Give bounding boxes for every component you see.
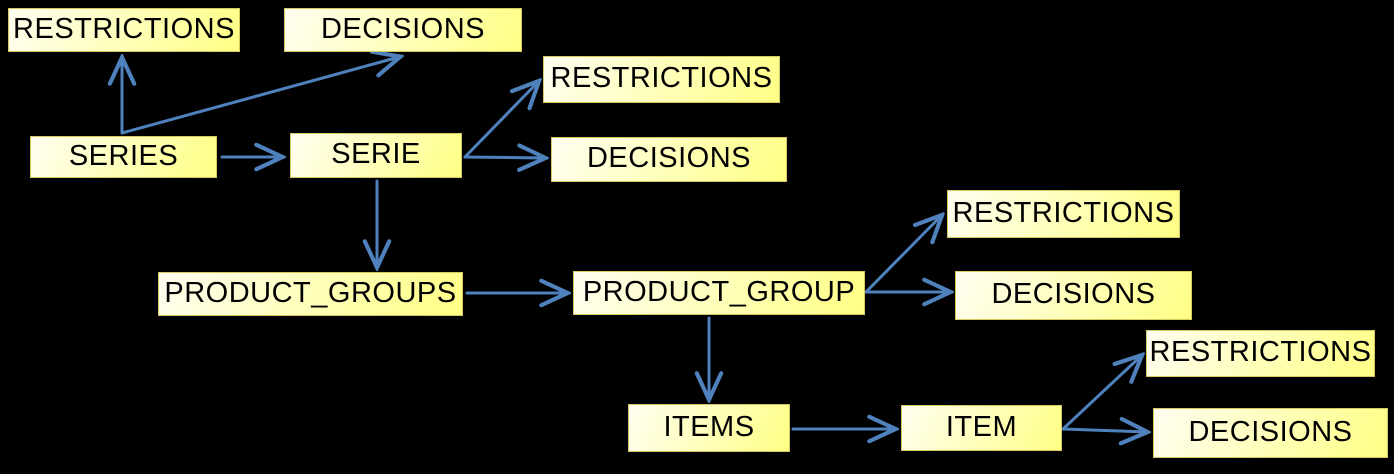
node-label: SERIES	[68, 139, 179, 172]
node-label: DECISIONS	[991, 278, 1156, 310]
node-restrictions-of-item: RESTRICTIONS	[1146, 330, 1375, 377]
node-label: PRODUCT_GROUPS	[164, 276, 457, 309]
edge-item-to-decisions	[1061, 429, 1146, 432]
node-label: PRODUCT_GROUP	[582, 275, 856, 308]
node-label: RESTRICTIONS	[1149, 336, 1372, 368]
node-label: DECISIONS	[320, 12, 486, 45]
node-decisions-of-product-group: DECISIONS	[955, 271, 1192, 320]
node-restrictions-of-series: RESTRICTIONS	[8, 8, 240, 52]
node-label: RESTRICTIONS	[952, 196, 1175, 229]
node-decisions-of-series: DECISIONS	[284, 8, 522, 52]
edge-serie-to-restrictions	[463, 82, 538, 159]
edge-serie-to-decisions	[463, 157, 544, 158]
node-decisions-of-serie: DECISIONS	[551, 137, 787, 182]
node-label: RESTRICTIONS	[13, 12, 235, 45]
node-label: ITEMS	[663, 410, 755, 443]
node-serie: SERIE	[290, 133, 462, 178]
node-decisions-of-item: DECISIONS	[1153, 408, 1388, 458]
node-product-groups: PRODUCT_GROUPS	[158, 272, 463, 316]
node-label: DECISIONS	[586, 142, 752, 174]
node-series: SERIES	[30, 136, 217, 178]
node-label: RESTRICTIONS	[550, 62, 773, 94]
edge-product-group-to-restrictions	[864, 216, 941, 294]
edge-item-to-restrictions	[1061, 356, 1141, 431]
node-label: DECISIONS	[1188, 415, 1353, 448]
node-items: ITEMS	[628, 404, 790, 452]
node-restrictions-of-product-group: RESTRICTIONS	[947, 190, 1180, 238]
node-label: ITEM	[945, 410, 1018, 443]
node-restrictions-of-serie: RESTRICTIONS	[543, 56, 780, 103]
node-product-group: PRODUCT_GROUP	[573, 271, 865, 315]
node-item: ITEM	[901, 405, 1062, 451]
node-label: SERIE	[331, 138, 421, 170]
edge-series-to-decisions	[120, 57, 399, 135]
